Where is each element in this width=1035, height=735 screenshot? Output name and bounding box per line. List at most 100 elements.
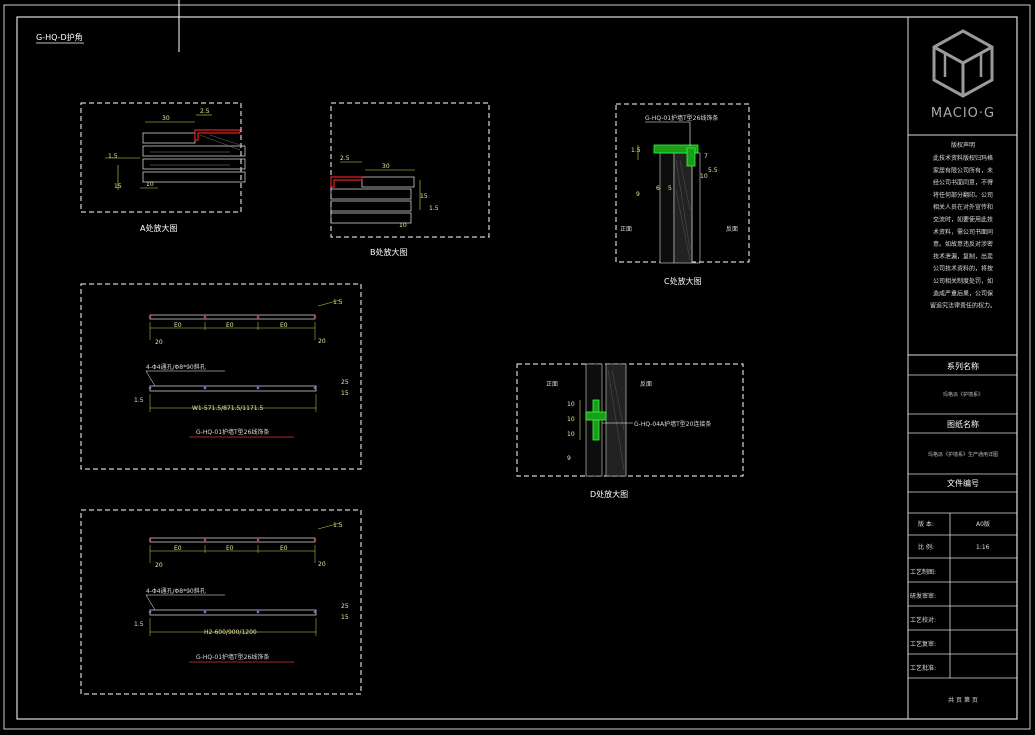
drawing-label: 图纸名称 <box>947 419 979 429</box>
series-label: 系列名称 <box>947 361 979 371</box>
detail-d-dim-10-a: 10 <box>567 401 575 408</box>
detail-c-dim-1-5: 1.5 <box>631 147 641 154</box>
detail-c-front-label: 正面 <box>620 226 632 233</box>
detail-d-frame <box>516 363 744 477</box>
approval-rows: 工艺制图: 研发审审: 工艺校对: 工艺复审: 工艺批准: <box>908 568 1017 679</box>
strip-2-length: H2-600/900/1200 <box>204 629 257 636</box>
detail-c-callout: G-HQ-01护墙T型26线饰条 <box>645 114 718 122</box>
detail-d-dim-10-c: 10 <box>567 431 575 438</box>
strip-1-length: W1-571.5/871.5/1171.5 <box>192 405 263 412</box>
detail-a-dim-2-5: 2.5 <box>200 108 210 115</box>
detail-c-dim-5: 5 <box>668 185 672 192</box>
detail-a: 30 2.5 1.5 15 10 A处放大图 <box>80 102 246 233</box>
strip-1-small-dim-25: 25 <box>341 379 349 386</box>
strip-2-small-dim-15: 15 <box>341 614 349 621</box>
detail-a-dim-15: 15 <box>114 183 122 190</box>
strip-2-spacing-3: E0 <box>280 545 288 552</box>
detail-c-dim-10: 10 <box>700 173 708 180</box>
title-block: MACIO·G 版权声明 此技术资料版权归玛格家居有限公司所有，未经公司书面同意… <box>907 16 1018 720</box>
copyright-line: 交流时，如要使用此技 <box>933 216 993 224</box>
strip-2-title: G-HQ-01护墙T型26线饰条 <box>196 653 269 661</box>
approval-row-label: 研发审审: <box>910 592 936 600</box>
sheet-title: G-HQ-D护角 <box>36 32 83 42</box>
detail-d-dim-9: 9 <box>567 455 571 462</box>
strip-1-small-dim-15: 15 <box>341 390 349 397</box>
strip-2-frame <box>80 509 362 695</box>
outer-frame <box>3 4 1031 730</box>
detail-b-dim-2-5: 2.5 <box>340 155 350 162</box>
strip-1-spacing-3: E0 <box>280 322 288 329</box>
copyright-line: 意。如故意违反对涉密 <box>933 240 993 248</box>
detail-b-dim-30: 30 <box>382 163 390 170</box>
copyright-line: 相关人员在对外宣传和 <box>933 203 993 211</box>
detail-c-caption: C处放大图 <box>664 276 702 286</box>
strip-1-spacing-2: E0 <box>226 322 234 329</box>
detail-b-dim-1-5: 1.5 <box>429 205 439 212</box>
detail-d-caption: D处放大图 <box>590 489 628 499</box>
strip-2: E0 E0 E0 20 20 1.5 4-Φ4通孔/Φ8*90斜孔 H2-600… <box>80 509 362 695</box>
detail-d-dim-10-b: 10 <box>567 416 575 423</box>
version-value: A0版 <box>976 520 990 528</box>
detail-c-back-label: 反面 <box>726 225 738 233</box>
copyright-line: 留追究法律责任的权力。 <box>930 302 996 310</box>
strip-1-end-left: 20 <box>155 339 163 346</box>
approval-row-label: 工艺制图: <box>910 568 936 576</box>
copyright-text: 此技术资料版权归玛格家居有限公司所有，未经公司书面同意，不得将任何部分翻印。公司… <box>930 154 996 310</box>
detail-a-frame <box>80 102 242 213</box>
strip-2-end-left: 20 <box>155 562 163 569</box>
approval-row-label: 工艺批准: <box>910 664 936 672</box>
detail-c-dim-7: 7 <box>704 153 708 160</box>
scale-value: 1:16 <box>976 544 990 551</box>
version-label: 版 本: <box>918 520 934 528</box>
detail-a-dim-1-5: 1.5 <box>108 153 118 160</box>
brand-logo-icon <box>932 29 994 98</box>
detail-a-caption: A处放大图 <box>140 223 177 233</box>
copyright-line: 公司技术资料的，将按 <box>933 265 993 273</box>
strip-2-spacing-2: E0 <box>226 545 234 552</box>
strip-2-small-dim-25: 25 <box>341 603 349 610</box>
copyright-line: 技术泄漏，复制，出卖 <box>933 252 993 260</box>
detail-b-caption: B处放大图 <box>370 247 408 257</box>
detail-d-callout: G-HQ-04A护墙T型20连接条 <box>634 420 711 428</box>
strip-1-end-right: 20 <box>318 338 326 345</box>
strip-1-small-dim-1-5: 1.5 <box>134 397 144 404</box>
detail-b-dim-15: 15 <box>420 193 428 200</box>
file-label: 文件编号 <box>947 478 979 488</box>
detail-d-front-label: 正面 <box>546 381 558 388</box>
detail-d: 正面 反面 G-HQ-04A护墙T型20连接条 10 10 10 9 D处放大图 <box>516 363 744 499</box>
strip-2-small-dim-1-5: 1.5 <box>134 621 144 628</box>
strip-1-side-dim: 1.5 <box>333 299 343 306</box>
approval-row-label: 工艺复审: <box>910 640 936 648</box>
scale-label: 比 例: <box>918 543 934 551</box>
strip-1: E0 E0 E0 20 20 1.5 4-Φ4通孔/Φ8*90斜孔 W1-571… <box>80 283 362 470</box>
copyright-line: 此技术资料版权归玛格 <box>933 154 993 162</box>
copyright-heading: 版权声明 <box>951 141 975 149</box>
strip-1-spacing-1: E0 <box>174 322 182 329</box>
detail-b-frame <box>330 102 490 238</box>
strip-2-end-right: 20 <box>318 561 326 568</box>
strip-1-hole-note: 4-Φ4通孔/Φ8*90斜孔 <box>146 363 206 371</box>
detail-b: 2.5 30 15 1.5 10 B处放大图 <box>330 102 490 257</box>
strip-2-spacing-1: E0 <box>174 545 182 552</box>
brand-name: MACIO·G <box>931 106 995 121</box>
copyright-line: 将任何部分翻印。公司 <box>933 191 993 199</box>
series-value: 玛格派《护墙系》 <box>943 391 983 398</box>
detail-c-frame <box>615 103 750 263</box>
copyright-line: 术资料，需公司书面同 <box>933 228 993 236</box>
detail-c-dim-6: 6 <box>656 185 660 192</box>
strip-2-hole-note: 4-Φ4通孔/Φ8*90斜孔 <box>146 587 206 595</box>
detail-a-dim-30: 30 <box>162 115 170 122</box>
strip-1-frame <box>80 283 362 470</box>
copyright-line: 经公司书面同意，不得 <box>933 179 993 187</box>
page-footer: 共 页 第 页 <box>948 696 978 704</box>
copyright-line: 公司相关制度处罚，如 <box>933 277 993 285</box>
strip-1-title: G-HQ-01护墙T型26线饰条 <box>196 428 269 436</box>
detail-b-dim-10: 10 <box>399 222 407 229</box>
detail-c: G-HQ-01护墙T型26线饰条 正面 反面 1.5 7 10 5.5 9 6 … <box>615 103 750 286</box>
approval-row-label: 工艺校对: <box>910 616 936 624</box>
drawing-value: 玛格派《护墙系》生产通用详图 <box>928 451 998 458</box>
detail-c-dim-5-5: 5.5 <box>708 167 718 174</box>
detail-a-dim-10: 10 <box>146 181 154 188</box>
detail-c-dim-9: 9 <box>636 191 640 198</box>
